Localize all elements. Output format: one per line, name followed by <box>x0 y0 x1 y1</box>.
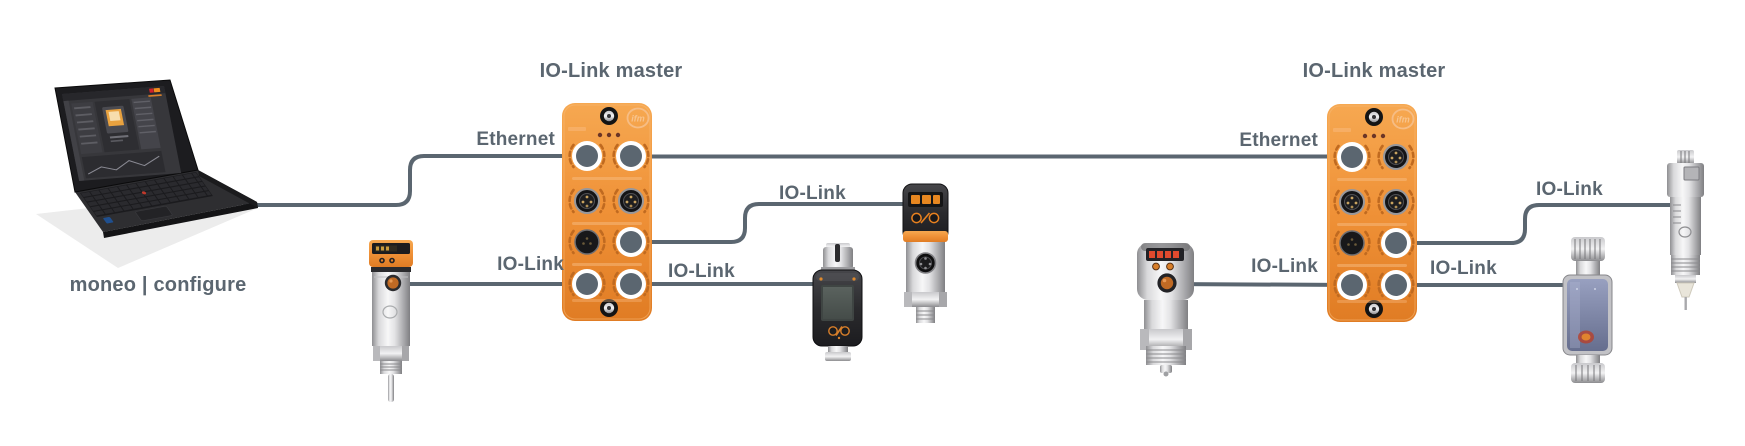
level-sensor <box>1137 243 1194 377</box>
ultrasonic-flow-sensor <box>1562 237 1613 383</box>
sensor-display <box>823 287 852 319</box>
iolink-label-flow-display: IO-Link <box>668 261 735 282</box>
connection-master1-pressure-sensor <box>631 202 922 244</box>
flow-display-sensor <box>812 243 863 361</box>
conductivity-sensor <box>1667 150 1704 310</box>
intel-sticker <box>103 216 114 224</box>
iolink-label-level: IO-Link <box>1251 256 1318 277</box>
sensor-tip <box>1676 282 1695 298</box>
ifm-logo-etch <box>1678 226 1692 238</box>
trackpoint <box>141 191 147 195</box>
ifm-logo-master2: ifm <box>1396 115 1410 125</box>
connection-level-sensor-master2 <box>1165 282 1353 287</box>
laptop <box>36 79 258 268</box>
iolink-label-temperature: IO-Link <box>497 254 564 275</box>
master1-title: IO-Link master <box>539 60 683 82</box>
io-link-master-1: ifm <box>561 102 653 322</box>
touchpad <box>135 206 173 221</box>
connection-lines <box>243 154 1692 287</box>
connection-laptop-master1 <box>243 154 587 207</box>
io-link-master-2: ifm <box>1326 103 1418 323</box>
laptop-screen-content <box>62 85 182 181</box>
iolink-label-pressure: IO-Link <box>779 183 846 204</box>
ethernet-label-master2: Ethernet <box>1239 130 1318 151</box>
needle-probe <box>1684 297 1687 310</box>
master2-title: IO-Link master <box>1302 60 1446 82</box>
led-display <box>1149 251 1155 258</box>
iolink-label-conductivity: IO-Link <box>1536 179 1603 200</box>
iolink-label-ultrasonic-flow: IO-Link <box>1430 258 1497 279</box>
temperature-probe <box>388 374 394 402</box>
ifm-logo-master1: ifm <box>631 114 645 124</box>
temperature-sensor <box>369 240 413 402</box>
moneo-logo <box>148 88 154 93</box>
laptop-caption: moneo | configure <box>69 274 247 296</box>
laptop-keyboard <box>80 171 213 224</box>
led-display <box>911 195 920 204</box>
ethernet-label-master1: Ethernet <box>476 129 555 150</box>
pressure-sensor <box>902 183 949 323</box>
connection-master2-conductivity-sensor <box>1396 203 1692 245</box>
blue-face <box>1567 279 1608 351</box>
